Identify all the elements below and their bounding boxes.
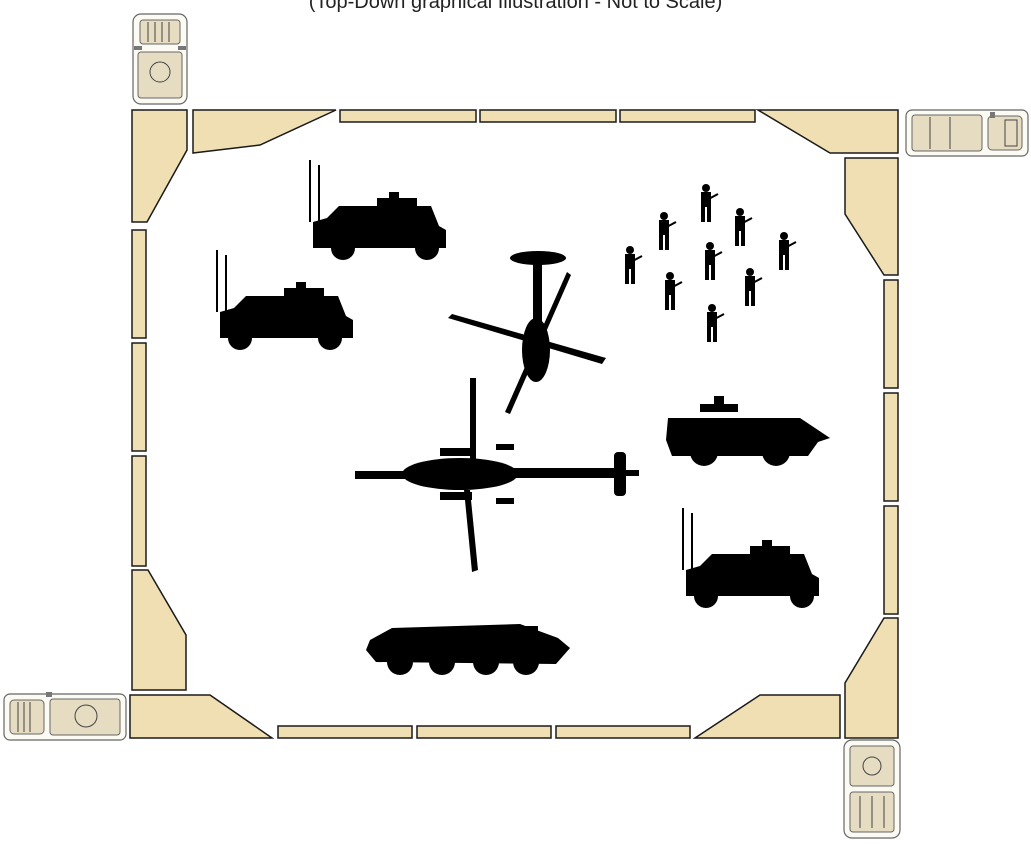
barrier-segment bbox=[556, 726, 690, 738]
soldier-silhouette bbox=[707, 304, 724, 342]
barrier-segment bbox=[132, 230, 146, 338]
truck-top-left bbox=[133, 14, 187, 104]
soldier-silhouette bbox=[625, 246, 642, 284]
barrier-segment bbox=[278, 726, 412, 738]
soldier-squad bbox=[625, 184, 796, 342]
barrier-corner-right-bottom bbox=[845, 618, 898, 738]
barrier-segment bbox=[884, 280, 898, 388]
barrier-segment bbox=[480, 110, 616, 122]
barrier-corner-left-top bbox=[132, 110, 187, 222]
truck-top-right bbox=[906, 110, 1028, 156]
soldier-silhouette bbox=[779, 232, 796, 270]
eight-wheel-apc-silhouette bbox=[366, 624, 570, 675]
soldier-silhouette bbox=[701, 184, 718, 222]
soldier-silhouette bbox=[745, 268, 762, 306]
barrier-corner-bottom-left bbox=[130, 695, 272, 738]
barrier-segment bbox=[132, 343, 146, 451]
barrier-segment bbox=[132, 456, 146, 566]
truck-bottom-right bbox=[844, 740, 900, 838]
barrier-corner-top-left bbox=[193, 110, 336, 153]
soldier-silhouette bbox=[705, 242, 722, 280]
turret-apc-silhouette bbox=[666, 396, 830, 466]
barrier-segment bbox=[884, 393, 898, 501]
barrier-segment bbox=[620, 110, 755, 122]
soldier-silhouette bbox=[735, 208, 752, 246]
barrier-segment bbox=[340, 110, 476, 122]
barrier-corner-top-right bbox=[758, 110, 898, 153]
barrier-segment bbox=[884, 506, 898, 614]
soldier-silhouette bbox=[659, 212, 676, 250]
attack-helicopter-top-view bbox=[355, 378, 639, 572]
truck-bottom-left bbox=[4, 692, 126, 740]
barrier-corner-left-bottom bbox=[132, 570, 186, 690]
barrier-corner-right-top bbox=[845, 158, 898, 275]
barrier-segment bbox=[417, 726, 551, 738]
humvee-silhouette bbox=[310, 160, 446, 260]
soldier-silhouette bbox=[665, 272, 682, 310]
barrier-corner-bottom-right bbox=[695, 695, 840, 738]
humvee-silhouette bbox=[683, 508, 819, 608]
humvee-silhouette bbox=[217, 250, 353, 350]
